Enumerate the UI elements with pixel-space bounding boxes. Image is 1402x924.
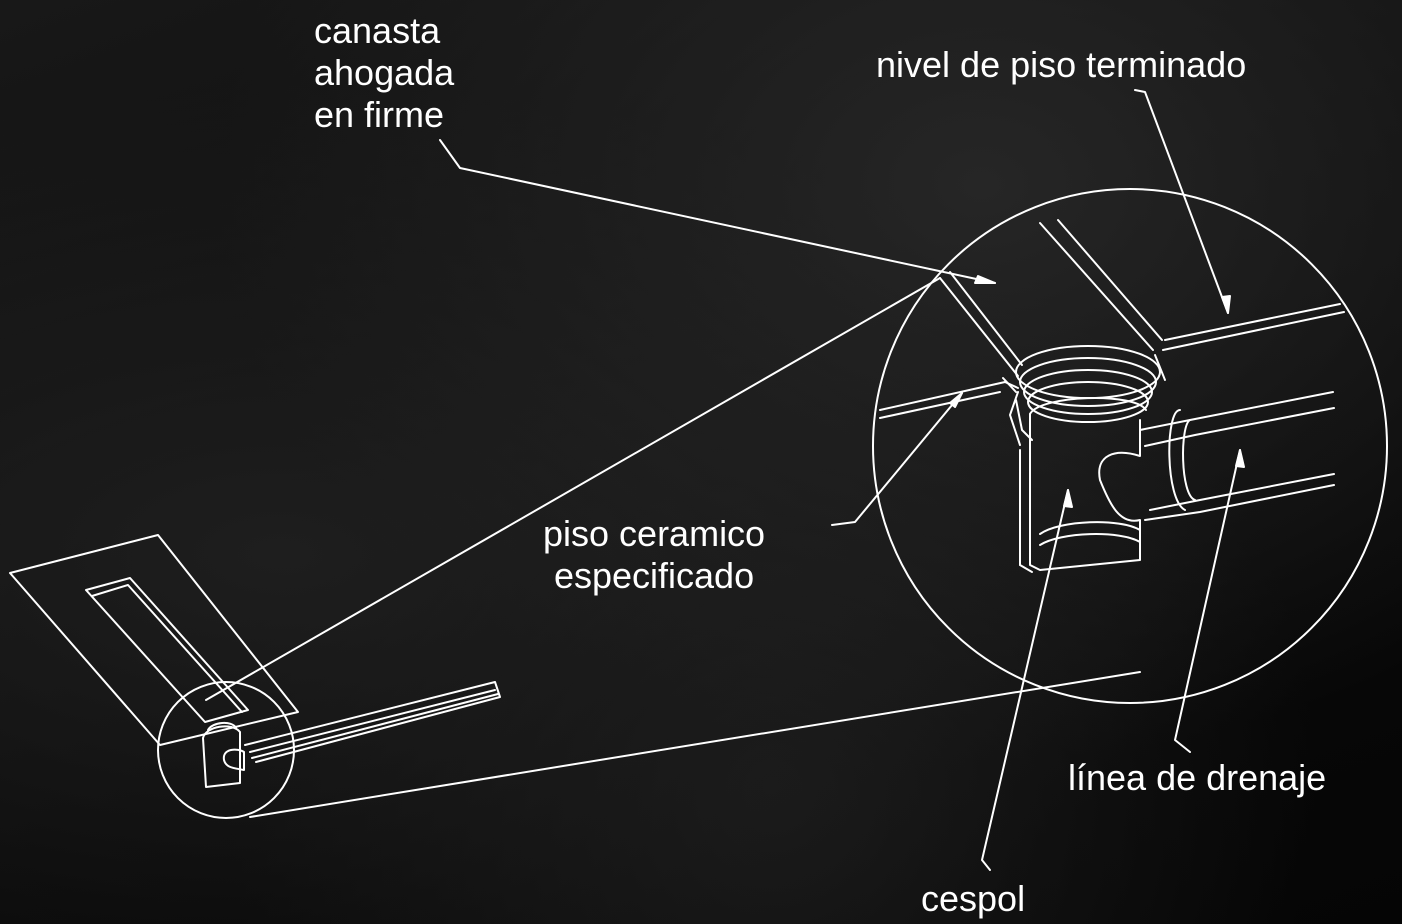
label-linea-drenaje: línea de drenaje xyxy=(1068,757,1327,798)
magnify-line-top xyxy=(205,277,941,701)
floor-slab xyxy=(9,534,299,746)
small-trap xyxy=(202,725,241,788)
leader-nivel xyxy=(1134,89,1229,314)
magnify-line-bottom xyxy=(249,671,1141,818)
large-detail-circle xyxy=(872,188,1388,704)
label-piso-ceramico: piso ceramico especificado xyxy=(543,513,766,596)
label-canasta: canasta ahogada en firme xyxy=(314,10,455,135)
leader-canasta xyxy=(439,139,996,284)
overview-drawing xyxy=(9,534,501,819)
leader-piso xyxy=(831,392,963,526)
trap-body xyxy=(1029,413,1141,571)
channel-slot xyxy=(85,577,249,723)
small-detail-circle xyxy=(157,681,295,819)
leader-linea xyxy=(1174,449,1241,753)
drain-pipe xyxy=(244,681,501,763)
label-nivel-piso: nivel de piso terminado xyxy=(876,44,1247,85)
label-cespol: cespol xyxy=(921,878,1026,919)
detail-view xyxy=(872,188,1388,704)
leader-cespol xyxy=(981,489,1069,871)
